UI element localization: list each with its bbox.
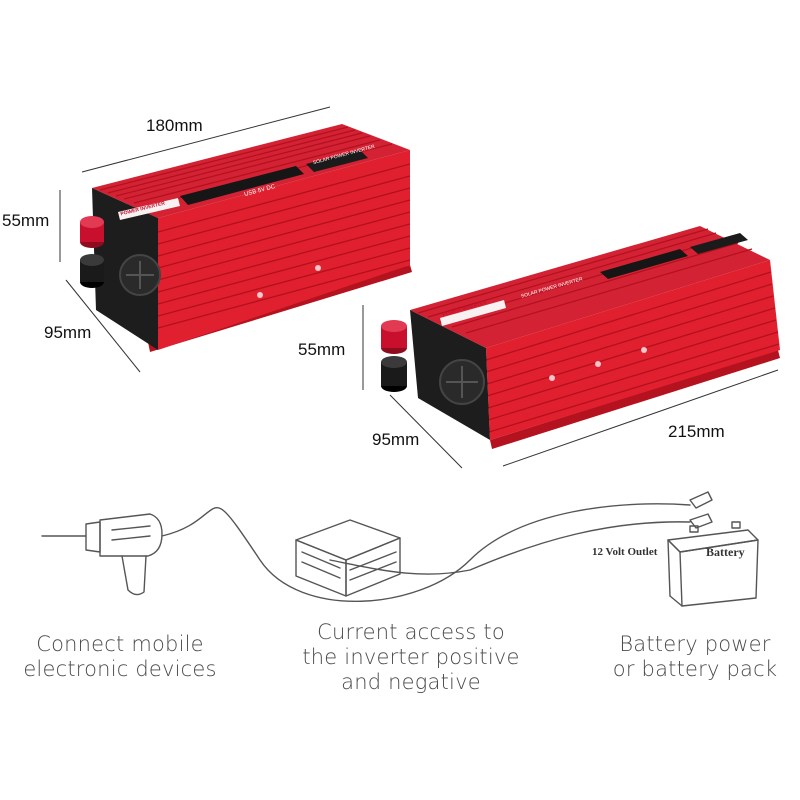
dimension-small-height: 55mm xyxy=(2,211,50,230)
drill-sketch xyxy=(41,513,163,596)
dimension-large-length: 215mm xyxy=(668,422,725,441)
dimension-large-height: 55mm xyxy=(298,340,346,359)
caption-middle-line-1: Current access to xyxy=(317,620,505,644)
battery-label: Battery xyxy=(706,545,745,559)
caption-right: Battery power or battery pack xyxy=(590,632,800,682)
caption-right-line-2: or battery pack xyxy=(612,657,778,681)
caption-left: Connect mobile electronic devices xyxy=(0,632,240,682)
battery-sketch xyxy=(667,521,759,607)
caption-middle: Current access to the inverter positive … xyxy=(276,620,546,695)
dimension-small-length: 180mm xyxy=(146,116,203,135)
small-inverter xyxy=(80,124,412,352)
connection-sketch xyxy=(41,491,759,607)
outlet-label: 12 Volt Outlet xyxy=(592,546,658,558)
dimension-small-depth: 95mm xyxy=(44,323,92,342)
caption-middle-line-2: the inverter positive xyxy=(302,645,520,669)
caption-middle-line-3: and negative xyxy=(341,670,481,694)
caption-left-line-1: Connect mobile xyxy=(36,632,204,656)
large-inverter xyxy=(381,226,780,449)
dimension-lines xyxy=(59,106,779,469)
caption-right-line-1: Battery power xyxy=(619,632,771,656)
caption-left-line-2: electronic devices xyxy=(23,657,217,681)
dimension-large-depth: 95mm xyxy=(372,430,420,449)
mini-inverter-sketch xyxy=(295,519,401,597)
